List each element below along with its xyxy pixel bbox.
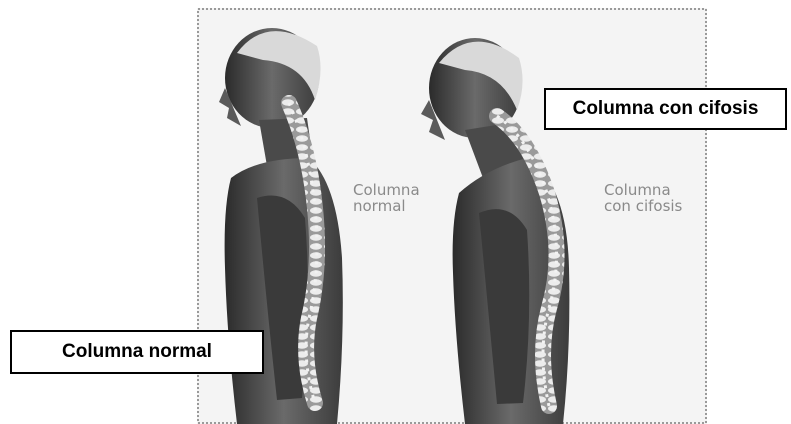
- spine-comparison-drawing: [197, 8, 707, 424]
- caption-normal: Columna normal: [10, 330, 264, 374]
- inner-label-normal: Columna normal: [353, 182, 420, 214]
- inner-label-kyphosis: Columna con cifosis: [604, 182, 682, 214]
- spine-illustration: Columna normal Columna con cifosis: [197, 8, 707, 424]
- caption-kyphosis: Columna con cifosis: [544, 88, 787, 130]
